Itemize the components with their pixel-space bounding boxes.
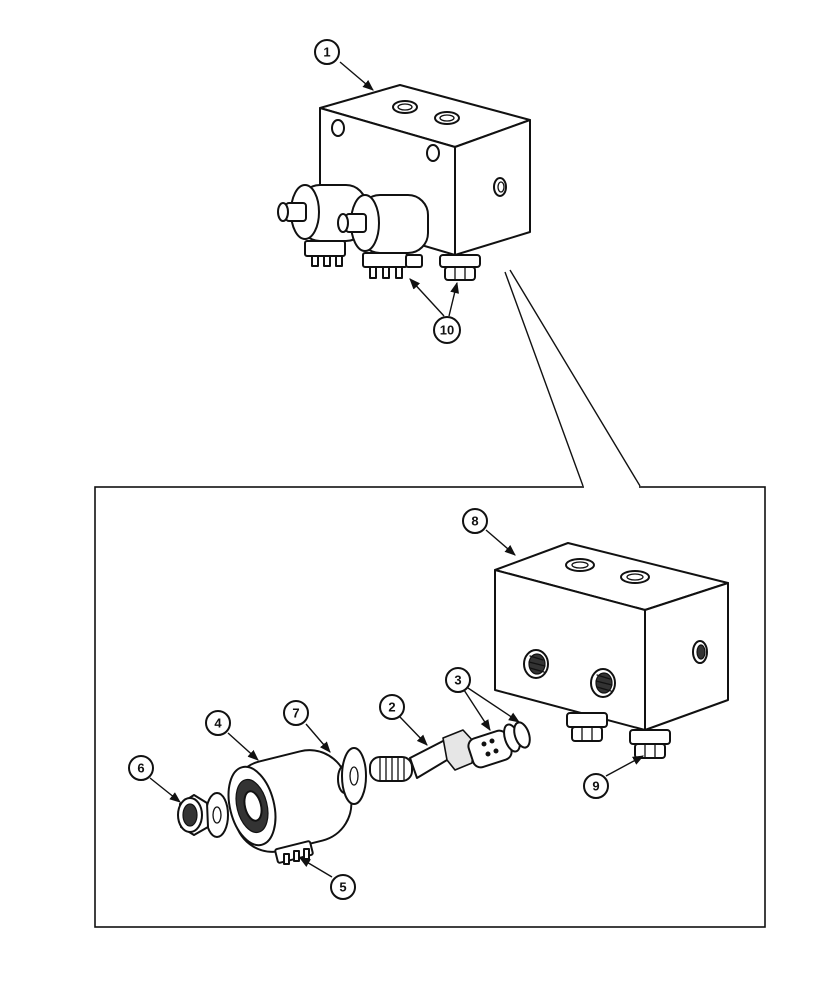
svg-text:4: 4 <box>214 716 222 731</box>
svg-text:7: 7 <box>292 706 299 721</box>
callout-1: 1 <box>314 39 340 65</box>
zoom-line-left <box>504 271 584 487</box>
callout-10: 10 <box>433 316 461 344</box>
svg-text:6: 6 <box>137 761 144 776</box>
assembled-bottom-fittings <box>439 254 481 281</box>
svg-text:2: 2 <box>388 700 395 715</box>
callout-6: 6 <box>128 755 154 781</box>
svg-text:3: 3 <box>454 673 461 688</box>
svg-text:8: 8 <box>471 514 478 529</box>
assembled-solenoid-right <box>337 194 429 279</box>
svg-text:9: 9 <box>592 779 599 794</box>
detail-bottom-fittings <box>566 712 671 759</box>
svg-text:5: 5 <box>339 880 346 895</box>
detail-frame <box>94 486 766 928</box>
callout-3: 3 <box>445 667 471 693</box>
callout-8: 8 <box>462 508 488 534</box>
callout-7: 7 <box>283 700 309 726</box>
solenoid-coil <box>227 749 353 865</box>
callout-4: 4 <box>205 710 231 736</box>
cartridge-valve <box>369 721 531 782</box>
callout-2: 2 <box>379 694 405 720</box>
svg-text:1: 1 <box>323 45 330 60</box>
zoom-line-right <box>509 269 641 487</box>
callout-9: 9 <box>583 773 609 799</box>
washer <box>341 747 367 805</box>
callout-5: 5 <box>330 874 356 900</box>
detail-valve-block <box>494 542 729 731</box>
coil-nut <box>177 792 229 838</box>
svg-text:10: 10 <box>440 323 454 338</box>
